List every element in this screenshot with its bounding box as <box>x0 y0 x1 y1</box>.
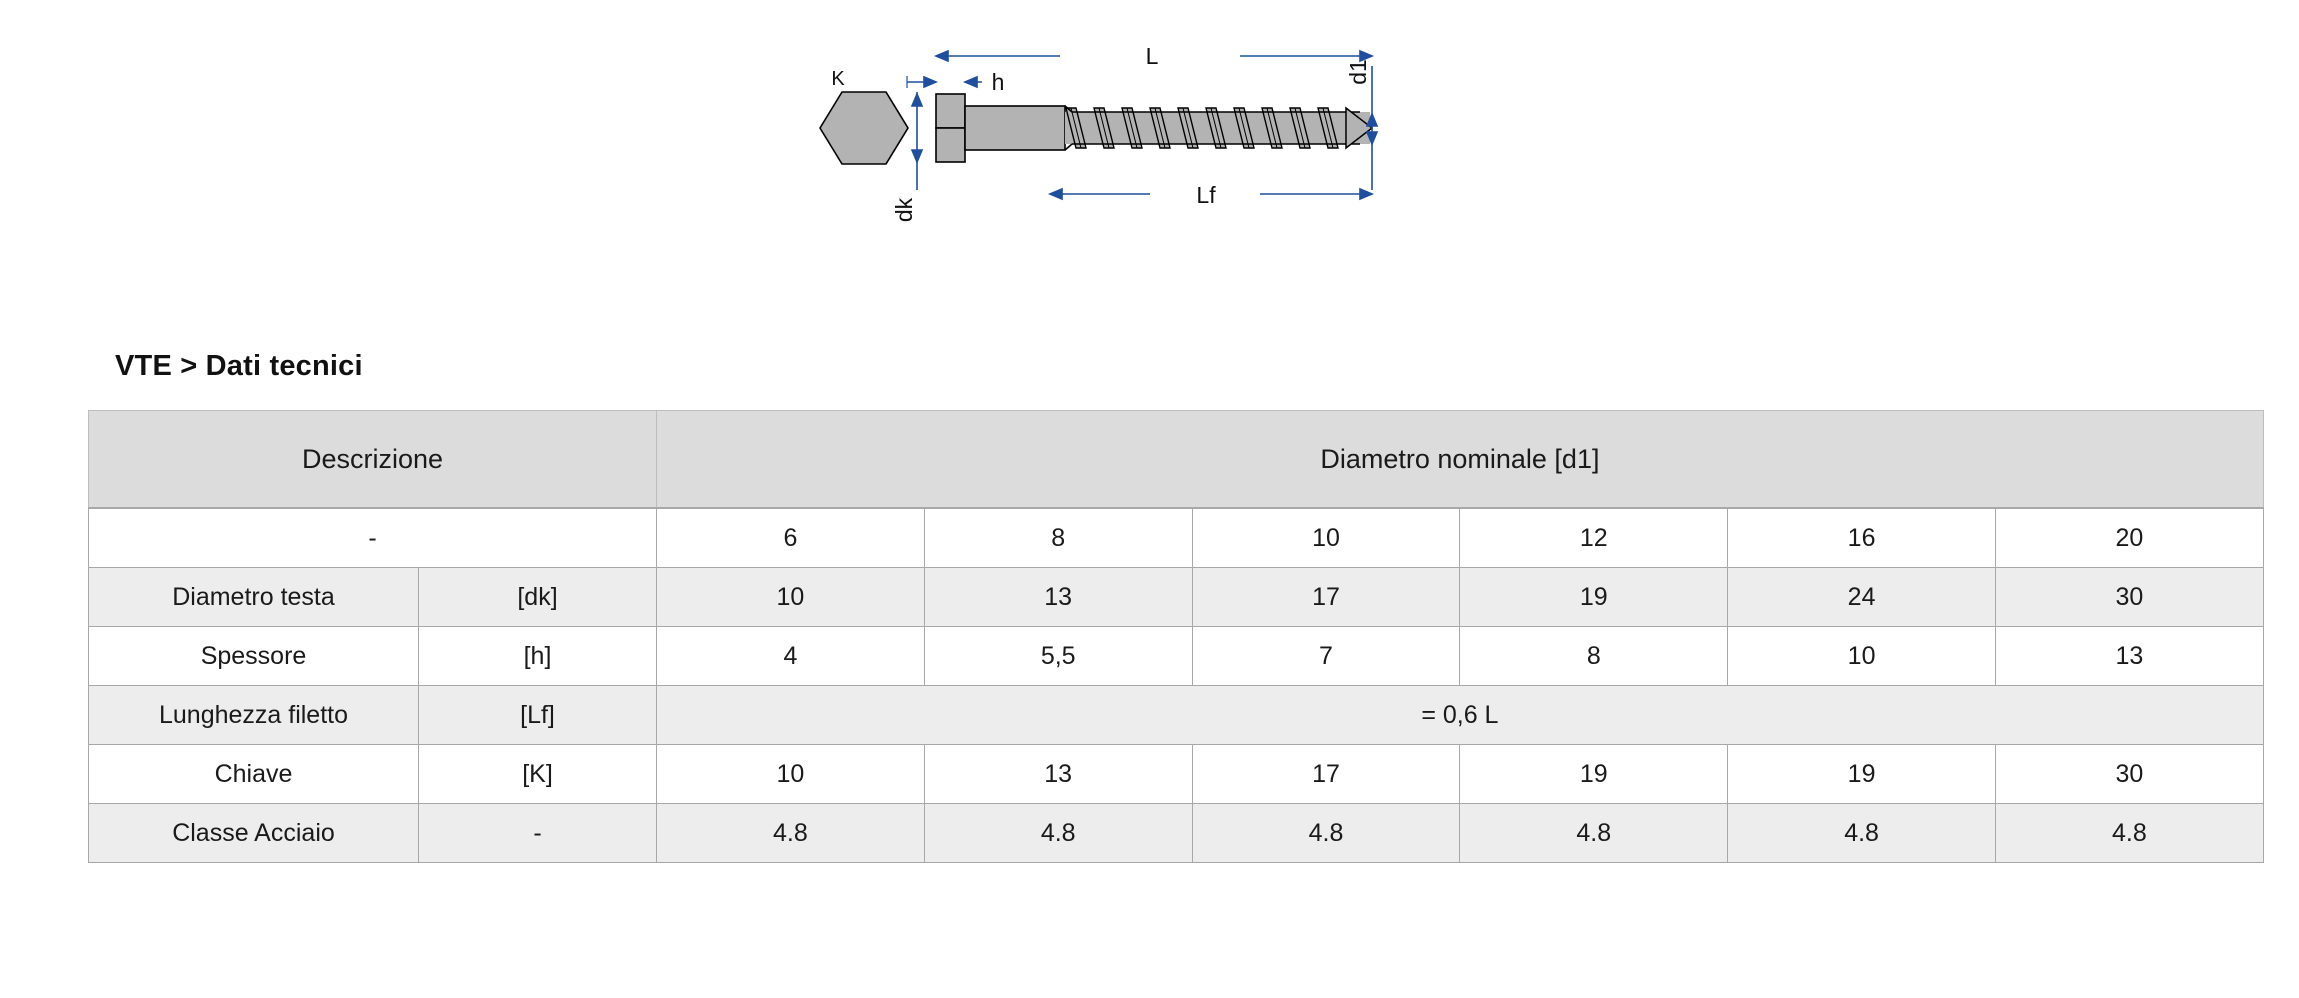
row-label-cell: Chiave <box>88 744 419 804</box>
row-value-cell: 16 <box>1727 507 1996 568</box>
head-diameter-label: dk <box>891 197 917 222</box>
page-title: VTE > Dati tecnici <box>115 350 363 382</box>
row-label-cell: Diametro testa <box>88 567 419 627</box>
screw-body-outline <box>1064 105 1360 151</box>
row-value-cell: 4 <box>656 626 925 686</box>
row-value-cell: 13 <box>923 744 1193 804</box>
row-merged-value-cell: = 0,6 L <box>656 685 2264 745</box>
row-label-cell: Lunghezza filetto <box>88 685 419 745</box>
row-value-cell: 13 <box>1994 626 2264 686</box>
row-value-cell: 30 <box>1994 567 2264 627</box>
row-symbol-cell: [h] <box>418 626 657 686</box>
length-label: L <box>1146 43 1159 69</box>
thread-length-label: Lf <box>1196 182 1216 208</box>
dimension-lines <box>906 49 1379 201</box>
screw-head-upper <box>935 93 966 129</box>
row-label-cell: Classe Acciaio <box>88 803 419 863</box>
row-value-cell: 19 <box>1459 744 1729 804</box>
row-label-cell: Spessore <box>88 626 419 686</box>
row-value-cell: 4.8 <box>1727 803 1996 863</box>
technical-drawing-area: K <box>0 0 2299 300</box>
row-value-cell: 4.8 <box>1191 803 1461 863</box>
row-symbol-cell: [K] <box>418 744 657 804</box>
table-row: Lunghezza filetto[Lf]= 0,6 L <box>88 685 2264 745</box>
row-value-cell: 6 <box>656 507 925 568</box>
row-value-cell: 4.8 <box>923 803 1193 863</box>
row-value-cell: 12 <box>1459 507 1729 568</box>
row-value-cell: 17 <box>1191 744 1461 804</box>
row-value-cell: 4.8 <box>656 803 925 863</box>
head-thickness-label: h <box>992 69 1005 95</box>
row-label-cell: - <box>88 507 657 568</box>
row-value-cell: 10 <box>1727 626 1996 686</box>
row-value-cell: 5,5 <box>923 626 1193 686</box>
row-value-cell: 17 <box>1191 567 1461 627</box>
hex-head-cross-section <box>819 91 909 165</box>
screw-head-lower <box>935 127 966 163</box>
row-symbol-cell: [Lf] <box>418 685 657 745</box>
row-value-cell: 8 <box>923 507 1193 568</box>
header-descrizione: Descrizione <box>88 410 657 509</box>
row-value-cell: 8 <box>1459 626 1729 686</box>
row-value-cell: 19 <box>1727 744 1996 804</box>
row-value-cell: 20 <box>1994 507 2264 568</box>
hex-head-screw-drawing: K <box>819 43 1379 222</box>
row-value-cell: 10 <box>1191 507 1461 568</box>
row-value-cell: 10 <box>656 567 925 627</box>
row-value-cell: 24 <box>1727 567 1996 627</box>
screw-tip <box>1345 106 1374 150</box>
row-symbol-cell: - <box>418 803 657 863</box>
row-value-cell: 4.8 <box>1994 803 2264 863</box>
header-diametro-nominale: Diametro nominale [d1] <box>656 410 2264 509</box>
table-header-row: Descrizione Diametro nominale [d1] <box>88 410 2264 509</box>
screw-shank <box>964 105 1066 151</box>
row-value-cell: 4.8 <box>1459 803 1729 863</box>
row-symbol-cell: [dk] <box>418 567 657 627</box>
row-value-cell: 7 <box>1191 626 1461 686</box>
row-value-cell: 13 <box>923 567 1193 627</box>
nominal-diameter-label: d1 <box>1345 59 1371 85</box>
screw-thread-inner-lines <box>1070 107 1334 149</box>
row-value-cell: 19 <box>1459 567 1729 627</box>
hex-key-label: K <box>831 68 845 90</box>
row-value-cell: 30 <box>1994 744 2264 804</box>
row-value-cell: 10 <box>656 744 925 804</box>
